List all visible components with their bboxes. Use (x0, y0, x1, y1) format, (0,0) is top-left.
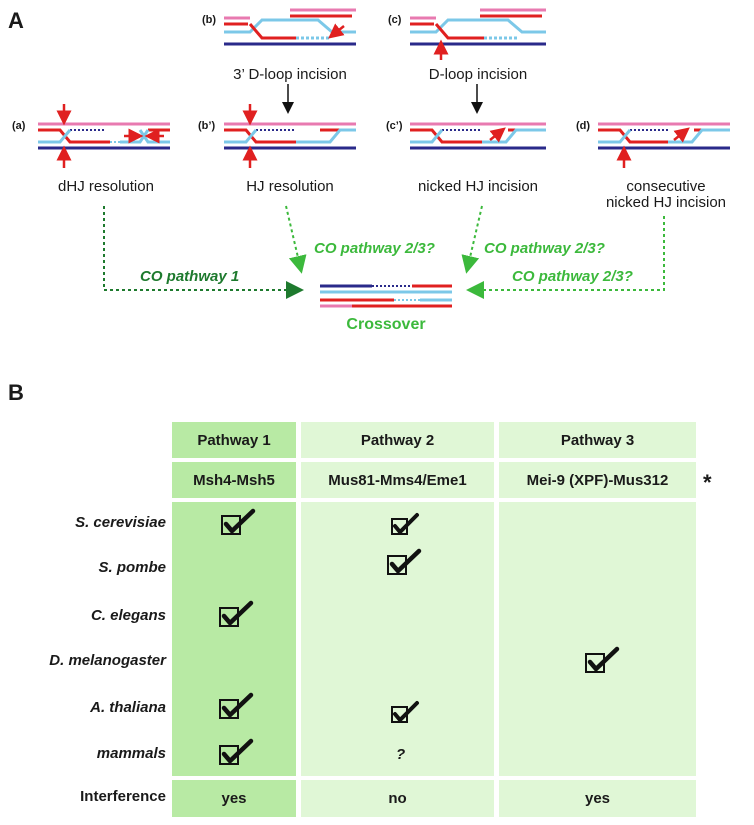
crossover-label: Crossover (346, 316, 426, 333)
scheme-a-dhj (38, 104, 170, 168)
footnote-asterisk: * (703, 470, 712, 495)
tag-a: (a) (12, 120, 26, 132)
scheme-b-dloop (224, 8, 356, 46)
interference-pathway-3: yes (584, 790, 611, 807)
protein-pathway-3: Mei-9 (XPF)-Mus312 (526, 471, 669, 489)
row-separator (172, 776, 696, 780)
label-nicked-hj-incision: nicked HJ incision (417, 178, 539, 195)
co-pathway-23-left-label: CO pathway 2/3? (314, 240, 435, 257)
interference-pathway-1: yes (221, 790, 247, 807)
label-3-dloop-incision: 3’ D-loop incision (233, 66, 347, 83)
tag-d: (d) (576, 120, 591, 132)
row-separator (172, 498, 696, 502)
check-icon (219, 692, 254, 719)
co-pathway-1-label: CO pathway 1 (140, 268, 240, 285)
protein-pathway-1: Msh4-Msh5 (193, 471, 275, 489)
organism-a-thaliana: A. thaliana (90, 699, 166, 716)
mammals-pathway2-unknown: ? (396, 746, 406, 763)
pathway2-column-bg (301, 422, 494, 817)
interference-label: Interference (80, 788, 166, 805)
crossover-product (320, 284, 452, 308)
label-dloop-incision: D-loop incision (428, 66, 528, 83)
pathway3-column-bg (499, 422, 696, 817)
co-pathway-23-right-label: CO pathway 2/3? (512, 268, 633, 285)
header-pathway-2: Pathway 2 (360, 431, 435, 449)
row-separator (172, 458, 696, 462)
check-icon (219, 738, 254, 765)
organism-s-cerevisiae: S. cerevisiae (75, 514, 166, 531)
check-icon (585, 646, 620, 673)
scheme-d-consecutive (598, 122, 730, 168)
organism-mammals: mammals (96, 745, 166, 762)
tag-b: (b) (202, 14, 217, 26)
check-icon (391, 701, 419, 723)
scheme-c-dloop (410, 8, 546, 60)
organism-d-melanogaster: D. melanogaster (49, 652, 166, 669)
co-pathway-23-mid-label: CO pathway 2/3? (484, 240, 605, 257)
organism-s-pombe: S. pombe (98, 559, 166, 576)
tag-c: (c) (388, 14, 402, 26)
tag-cp: (c’) (386, 120, 403, 132)
scheme-bp-hj (224, 104, 356, 168)
tag-bp: (b’) (198, 120, 216, 132)
organism-c-elegans: C. elegans (90, 607, 166, 624)
panel-a-letter: A (8, 8, 24, 33)
label-hj-resolution: HJ resolution (246, 178, 334, 195)
header-pathway-1: Pathway 1 (197, 431, 271, 449)
check-icon (387, 548, 422, 575)
scheme-cp-nicked-hj (410, 122, 546, 150)
check-icon (219, 600, 254, 627)
check-icon (391, 513, 419, 535)
interference-pathway-2: no (388, 790, 407, 807)
panel-b-letter: B (8, 380, 24, 405)
check-icon (221, 508, 256, 535)
recombination-diagram (38, 8, 730, 308)
label-consecutive: consecutive (626, 178, 706, 195)
label-consecutive-nicked-hj: nicked HJ incision (605, 194, 727, 211)
header-pathway-3: Pathway 3 (560, 431, 635, 449)
protein-pathway-2: Mus81-Mms4/Eme1 (328, 471, 467, 489)
label-dhj-resolution: dHJ resolution (58, 178, 154, 195)
